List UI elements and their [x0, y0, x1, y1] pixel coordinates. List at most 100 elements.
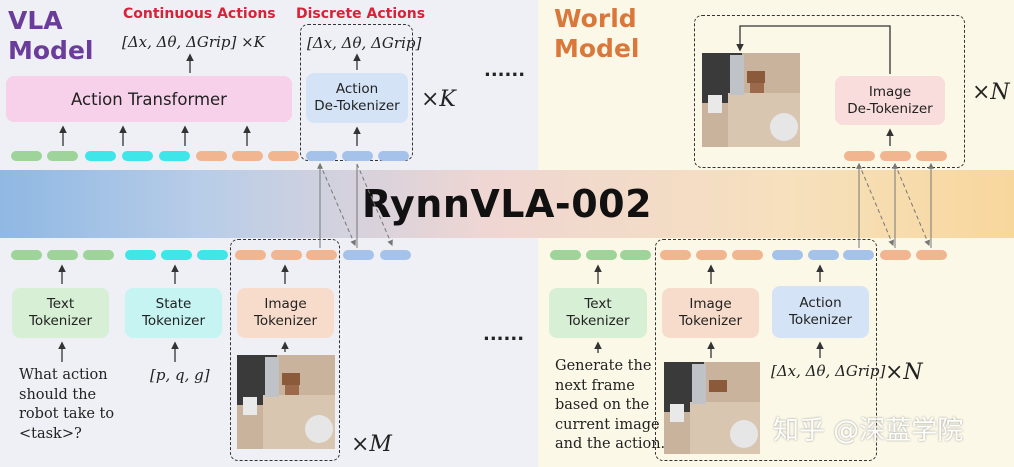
state-input-math: [p, q, g] [150, 366, 210, 384]
world-prompt-line3: based on the [555, 397, 650, 413]
token-upper-11 [378, 151, 409, 161]
world-image-tokenizer-box: Image Tokenizer [662, 288, 759, 338]
token-upper-6 [196, 151, 227, 161]
times-n-top-label: ×N [972, 80, 1010, 105]
vla-question-line4: <task>? [19, 425, 82, 442]
world-output-group [694, 15, 965, 168]
vla-image-group [230, 239, 340, 461]
action-detokenizer-line2: De-Tokenizer [314, 98, 400, 114]
robot-scene-image-output [702, 53, 800, 147]
text-tokenizer-line2: Tokenizer [28, 313, 93, 329]
vla-question-line3: robot take to [19, 406, 115, 422]
world-token-lower-8 [808, 250, 839, 260]
action-input-math: [Δx, Δθ, ΔGrip] [771, 362, 886, 380]
rynnvla-title-text: RynnVLA-002 [361, 182, 653, 226]
times-m-label: ×M [351, 432, 392, 457]
token-lower-7 [235, 250, 266, 260]
world-image-tokenizer-line1: Image [689, 296, 732, 312]
action-detokenizer-box: Action De-Tokenizer [306, 73, 408, 123]
ellipsis-bottom: ...... [483, 324, 525, 345]
token-lower-3 [83, 250, 114, 260]
continuous-actions-label: Continuous Actions [123, 6, 276, 22]
world-token-lower-9 [843, 250, 874, 260]
action-tokenizer-line2: Tokenizer [788, 312, 853, 328]
world-image-tokenizer-line2: Tokenizer [678, 313, 743, 329]
token-upper-8 [268, 151, 299, 161]
world-token-lower-1 [550, 250, 581, 260]
token-lower-6 [197, 250, 228, 260]
token-upper-2 [47, 151, 78, 161]
token-lower-9 [306, 250, 337, 260]
image-detokenizer-line1: Image [868, 83, 912, 100]
world-token-lower-10 [880, 250, 911, 260]
action-detokenizer-line1: Action [335, 81, 379, 97]
token-lower-2 [47, 250, 78, 260]
world-title-line1: World [554, 4, 637, 33]
world-token-lower-2 [586, 250, 617, 260]
token-lower-8 [271, 250, 302, 260]
token-upper-10 [342, 151, 373, 161]
token-lower-1 [11, 250, 42, 260]
world-input-group [655, 239, 877, 461]
token-lower-11 [380, 250, 411, 260]
vla-title-line2: Model [8, 36, 94, 65]
action-tokenizer-line1: Action [799, 295, 842, 311]
world-token-upper-3 [916, 151, 947, 161]
discrete-actions-label: Discrete Actions [296, 6, 426, 22]
state-tokenizer-line1: State [155, 296, 192, 312]
token-upper-3 [85, 151, 116, 161]
times-n-bottom-label: ×N [885, 360, 923, 385]
vla-question-line2: should the [19, 386, 97, 403]
image-detokenizer-box: Image De-Tokenizer [835, 76, 945, 125]
world-prompt-line1: Generate the [555, 358, 652, 374]
token-upper-1 [11, 151, 42, 161]
vla-title: VLA Model [8, 6, 93, 66]
world-text-tokenizer-box: Text Tokenizer [549, 288, 647, 338]
token-upper-9 [306, 151, 337, 161]
continuous-actions-math: [Δx, Δθ, ΔGrip] ×K [122, 33, 265, 51]
token-lower-5 [161, 250, 192, 260]
token-upper-4 [122, 151, 153, 161]
world-token-lower-5 [696, 250, 727, 260]
world-title: World Model [554, 4, 639, 64]
action-transformer-box: Action Transformer [6, 76, 292, 122]
watermark: 知乎 @深蓝学院 [773, 416, 964, 446]
ellipsis-top: ...... [484, 60, 526, 81]
vla-title-line1: VLA [8, 6, 63, 35]
state-tokenizer-box: State Tokenizer [125, 288, 222, 338]
token-lower-10 [343, 250, 374, 260]
world-prompt-line2: next frame [555, 377, 635, 394]
times-k-label: ×K [421, 87, 456, 112]
rynnvla-title: RynnVLA-002 [0, 170, 1014, 238]
text-tokenizer-line1: Text [46, 296, 75, 312]
discrete-actions-math: [Δx, Δθ, ΔGrip] [307, 34, 422, 52]
world-text-tokenizer-line2: Tokenizer [566, 313, 630, 329]
world-token-lower-7 [772, 250, 803, 260]
arrow-up-icon-group-lower [58, 264, 824, 362]
world-token-upper-2 [880, 151, 911, 161]
robot-scene-image-vla [237, 355, 335, 449]
vla-image-tokenizer-line2: Tokenizer [253, 313, 318, 329]
token-upper-7 [232, 151, 263, 161]
world-token-lower-11 [916, 250, 947, 260]
vla-question-line1: What action [19, 367, 108, 383]
token-upper-5 [159, 151, 190, 161]
arrow-up-icon-group-upper [59, 25, 894, 146]
action-transformer-label: Action Transformer [71, 89, 227, 109]
image-detokenizer-line2: De-Tokenizer [847, 100, 933, 117]
world-title-line2: Model [554, 34, 640, 63]
world-text-tokenizer-line1: Text [584, 296, 612, 312]
vla-question-text: What action should the robot take to <ta… [19, 366, 114, 444]
vla-image-tokenizer-box: Image Tokenizer [237, 288, 334, 338]
world-prompt-text: Generate the next frame based on the cur… [555, 357, 665, 455]
world-prompt-line5: and the action. [555, 436, 666, 452]
world-token-lower-4 [660, 250, 691, 260]
dashed-arrow-icon-group [317, 162, 934, 248]
world-token-lower-3 [620, 250, 651, 260]
vla-image-tokenizer-line1: Image [264, 296, 307, 312]
text-tokenizer-box: Text Tokenizer [12, 288, 109, 338]
rynnvla-band [0, 170, 1014, 238]
state-tokenizer-line2: Tokenizer [141, 313, 206, 329]
world-token-upper-1 [844, 151, 875, 161]
